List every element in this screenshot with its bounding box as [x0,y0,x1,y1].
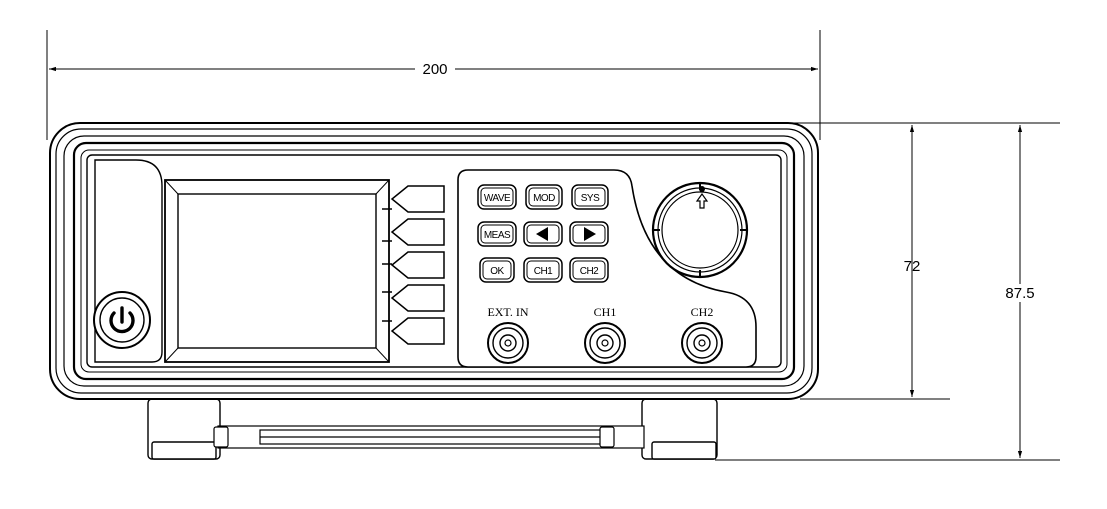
sys-button-label: SYS [581,193,600,204]
ext-in-connector[interactable] [487,322,529,364]
ch1-key-label: CH1 [534,266,553,277]
ch1-key-button[interactable]: CH1 [523,257,563,283]
ch2-output-label: CH2 [691,305,714,319]
ch2-key-button[interactable]: CH2 [569,257,609,283]
soft-key-3[interactable] [382,251,445,279]
dimension-body-height [785,122,950,400]
meas-button[interactable]: MEAS [477,221,517,247]
knob-pointer-icon [695,186,709,209]
left-arrow-button[interactable] [523,221,563,247]
ch1-output-label: CH1 [594,305,617,319]
power-button[interactable] [93,291,151,349]
sys-button[interactable]: SYS [571,184,609,210]
wave-button[interactable]: WAVE [477,184,517,210]
soft-keys [382,185,445,345]
dimension-body-height-label: 72 [904,258,921,275]
dimension-width-label-bg [415,60,455,78]
instrument-feet [147,398,718,460]
rotary-knob[interactable] [651,181,749,279]
soft-key-1[interactable] [382,185,445,213]
mod-button[interactable]: MOD [525,184,563,210]
ok-button-label: OK [490,266,504,277]
ext-in-label: EXT. IN [487,305,528,319]
dimension-total-height-label: 87.5 [1005,285,1034,302]
dimension-width-label: 200 [422,61,447,78]
ok-button[interactable]: OK [479,257,515,283]
meas-button-label: MEAS [484,230,511,241]
left-arrow-icon [536,227,548,241]
ch2-output-connector[interactable] [681,322,723,364]
tilt-stand [213,425,645,449]
right-arrow-button[interactable] [569,221,609,247]
dimension-total-height-label-bg [1003,284,1037,302]
soft-key-5[interactable] [382,317,445,345]
keypad: WAVE MOD SYS MEAS [477,184,609,283]
power-icon [109,306,135,334]
wave-button-label: WAVE [484,193,511,204]
connectors: EXT. IN CH1 CH2 [487,305,723,364]
right-arrow-icon [584,227,596,241]
mod-button-label: MOD [533,193,555,204]
ch1-output-connector[interactable] [584,322,626,364]
ch2-key-label: CH2 [580,266,599,277]
soft-key-2[interactable] [382,218,445,246]
soft-key-4[interactable] [382,284,445,312]
lcd-display [164,179,390,363]
